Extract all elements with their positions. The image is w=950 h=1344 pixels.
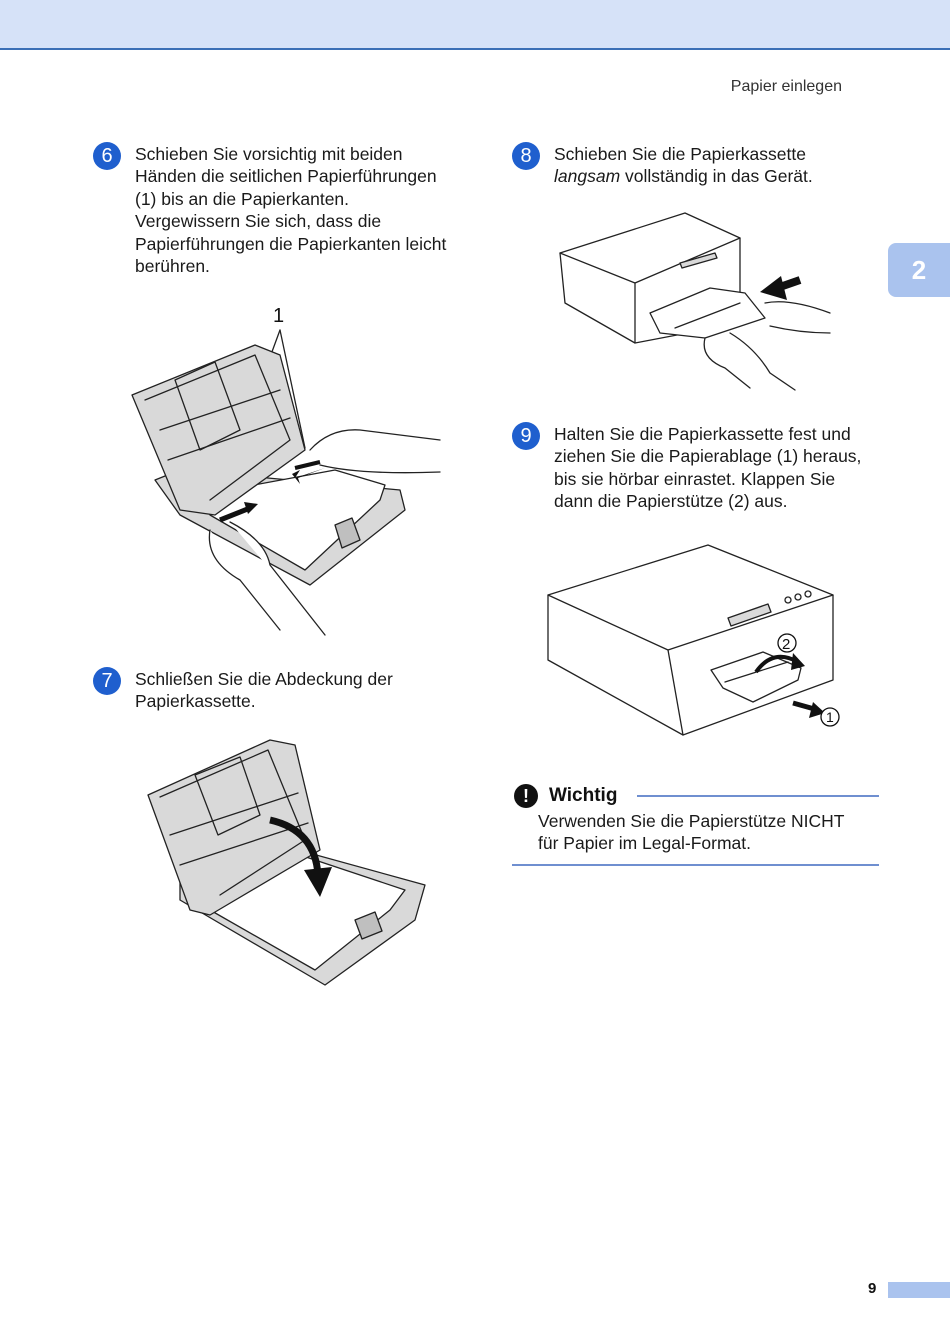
printer-display [679,252,718,269]
hand-right [764,301,831,314]
hand-left [729,332,796,391]
step-text: Schließen Sie die Abdeckung der Papierka… [135,668,393,713]
step-line: ziehen Sie die Papierablage (1) heraus, [554,446,862,467]
step-line: Papierführungen die Papierkanten leicht [135,233,447,254]
hand-left [229,521,326,636]
important-text: Verwenden Sie die Papierstütze NICHT für… [538,810,844,855]
arrow-icon [791,653,805,670]
printer-button [784,596,792,604]
callout-circle [820,707,840,727]
arrow-icon [760,276,787,300]
step-line: Vergewissern Sie sich, dass die [135,211,382,232]
step-6: 6 Schieben Sie vorsichtig mit beiden Hän… [93,142,446,277]
step-emphasis: langsam [554,166,621,187]
step-line: (1) bis an die Papierkanten. [135,188,350,209]
cover-detail [159,749,306,896]
important-title: Wichtig [549,785,618,806]
step-line-rest: vollständig in das Gerät. [620,166,813,187]
tray-detail [674,302,741,329]
arrow-icon [219,505,251,523]
figure-output-tray: 2 1 [547,544,840,736]
step-9: 9 Halten Sie die Papierkassette fest und… [512,422,861,513]
callout-label: 1 [273,305,284,327]
arrow-icon [269,816,322,876]
step-line: dann die Papierstütze (2) aus. [554,491,788,512]
figure-insert-tray [559,212,831,391]
callout-label: 2 [782,636,790,653]
step-7: 7 Schließen Sie die Abdeckung der Papier… [93,667,393,713]
important-note: ! Wichtig Verwenden Sie die Papierstütze… [512,780,879,866]
page-number: 9 [868,1280,877,1297]
cover-detail [194,756,261,836]
important-line: für Papier im Legal-Format. [538,833,751,854]
hand-right [769,325,831,334]
step-line: langsam vollständig in das Gerät. [554,165,813,187]
important-rule [637,795,879,797]
step-line: berühren. [135,256,210,277]
hand-right [319,464,441,474]
step-line: Halten Sie die Papierkassette fest und [554,424,851,444]
paper-stack [199,469,386,571]
step-text: Halten Sie die Papierkassette fest und z… [554,423,861,513]
step-number-badge: 9 [512,422,540,450]
cover-detail [159,389,281,431]
printer-display [727,603,772,627]
step-line: Papierkassette. [135,691,256,712]
paper-guide [354,911,383,940]
step-line: Schieben Sie vorsichtig mit beiden [135,144,403,164]
hand-left [208,529,281,631]
step-line: Händen die seitlichen Papierführungen [135,166,437,187]
step-line: Schieben Sie die Papierkassette [554,144,806,164]
exclamation-icon: ! [514,784,538,808]
cover-detail [144,354,291,501]
step-number-badge: 8 [512,142,540,170]
paper-tray [649,287,766,339]
page-number-bar [888,1282,950,1298]
section-title: Papier einlegen [730,78,842,95]
chapter-tab[interactable]: 2 [888,243,950,297]
hand-left [703,337,751,389]
figure-paper-guides: 1 [131,305,441,636]
arrow-icon [244,502,258,514]
arrow-icon [304,867,332,897]
printer-button [794,593,802,601]
printer-button [804,590,812,598]
step-number-badge: 6 [93,142,121,170]
cover-detail [169,792,299,836]
callout-circle [777,633,797,653]
important-line: Verwenden Sie die Papierstütze NICHT [538,811,845,831]
arrow-icon [294,460,321,470]
step-text: Schieben Sie die Papierkassette langsam … [554,143,813,188]
cover-detail [174,361,241,451]
step-text: Schieben Sie vorsichtig mit beiden Hände… [135,143,446,277]
paper-guide [334,517,361,549]
figure-close-cover [147,739,426,986]
callout-label: 1 [826,709,834,725]
printer-edge [667,649,684,736]
cover-detail [179,822,309,866]
step-line: bis sie hörbar einrastet. Klappen Sie [554,468,836,489]
step-8: 8 Schieben Sie die Papierkassette langsa… [512,142,813,188]
header-band [0,0,950,50]
hand-right [309,429,441,451]
important-header: ! Wichtig [514,784,617,808]
step-line: Schließen Sie die Abdeckung der [135,669,393,689]
cover-detail [167,417,291,461]
step-number-badge: 7 [93,667,121,695]
callout-line [279,329,306,449]
